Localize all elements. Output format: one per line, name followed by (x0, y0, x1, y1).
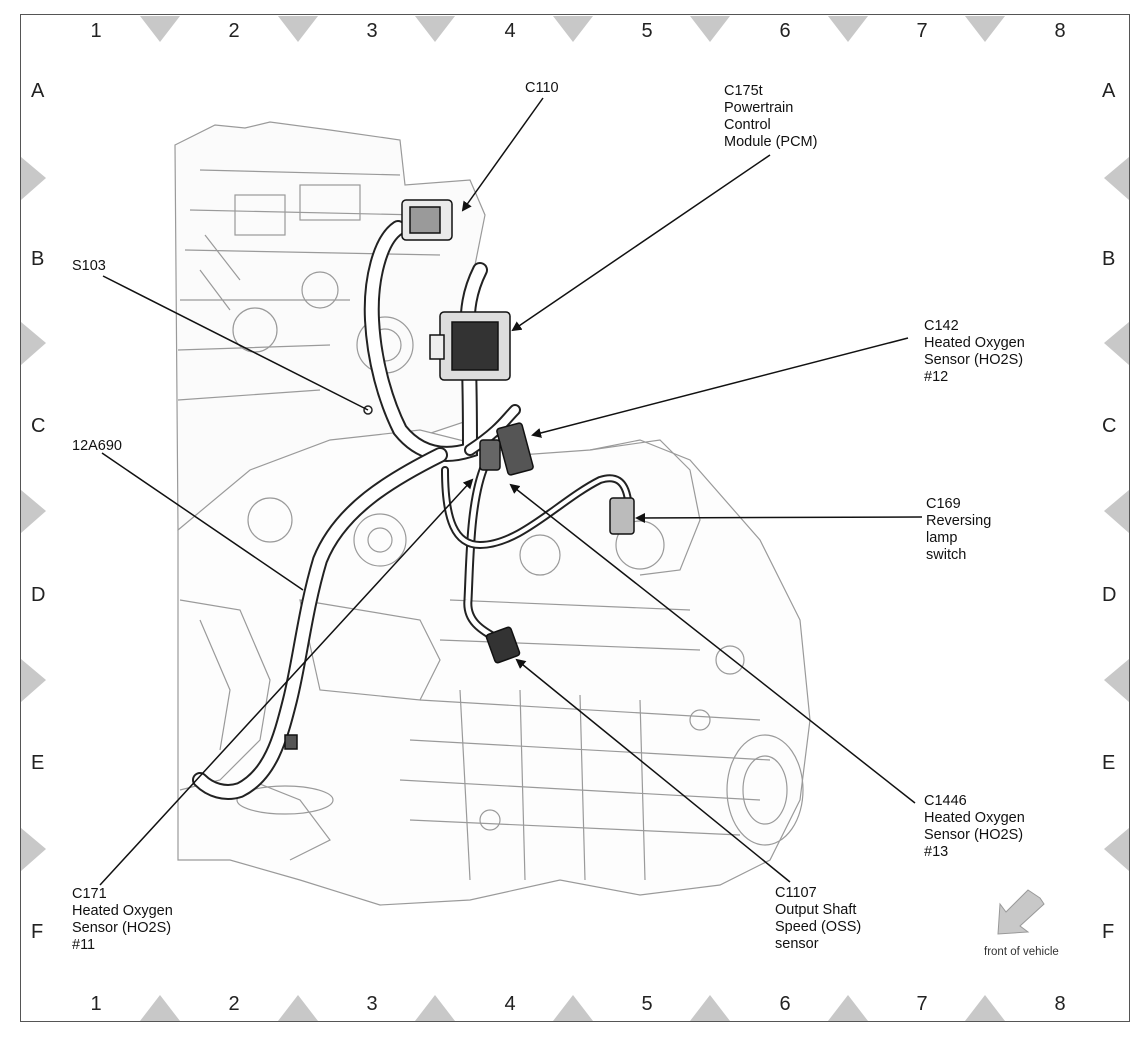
c110-leader (461, 97, 544, 212)
grid-row-e-right: E (1102, 752, 1116, 774)
callout-c1446: C1446 Heated Oxygen Sensor (HO2S) #13 (924, 793, 1025, 860)
grid-row-b-right: B (1102, 248, 1116, 270)
grid-col-2-top: 2 (228, 20, 240, 42)
grid-col-8-bottom: 8 (1054, 993, 1066, 1015)
callout-s103: S103 (72, 258, 106, 274)
grid-row-f-right: F (1102, 921, 1115, 943)
grid-markers-bottom (140, 995, 1005, 1021)
grid-markers-right (1104, 157, 1129, 871)
c1107-connector-shape (485, 626, 521, 664)
grid-col-3-bottom: 3 (366, 993, 378, 1015)
grid-col-5-top: 5 (641, 20, 653, 42)
grid-col-4-bottom: 4 (504, 993, 516, 1015)
c169-connector-shape (609, 497, 635, 535)
diagram-frame (20, 14, 1130, 1022)
grid-col-5-bottom: 5 (641, 993, 653, 1015)
callout-c175t: C175t Powertrain Control Module (PCM) (724, 83, 818, 150)
callout-c169: C169 Reversing lamp switch (926, 496, 992, 563)
grid-col-3-top: 3 (366, 20, 378, 42)
grid-col-1-top: 1 (90, 20, 102, 42)
grid-markers-top (140, 16, 1005, 42)
grid-row-a-right: A (1102, 80, 1116, 102)
leader-lines (99, 97, 923, 886)
grid-col-2-bottom: 2 (228, 993, 240, 1015)
grid-row-a-left: A (31, 80, 45, 102)
grid-row-d-left: D (31, 584, 46, 606)
wiring-harness-12a690 (192, 220, 632, 800)
s103-leader (102, 275, 369, 411)
front-arrow-icon (997, 889, 1045, 935)
grid-row-c-right: C (1102, 415, 1117, 437)
front-of-vehicle-label: front of vehicle (984, 946, 1059, 958)
grid-col-1-bottom: 1 (90, 993, 102, 1015)
grid-row-e-left: E (31, 752, 45, 774)
grid-row-c-left: C (31, 415, 46, 437)
harness-leader (101, 452, 304, 591)
grid-markers-left (21, 157, 46, 871)
c1107-leader (515, 658, 791, 883)
grid-col-7-top: 7 (916, 20, 928, 42)
callout-c142: C142 Heated Oxygen Sensor (HO2S) #12 (924, 318, 1025, 385)
grid-col-6-bottom: 6 (779, 993, 791, 1015)
c1446-leader (509, 483, 916, 804)
callout-12a690: 12A690 (72, 438, 122, 454)
grid-col-6-top: 6 (779, 20, 791, 42)
connectors (284, 199, 635, 750)
c175t-leader (511, 154, 771, 332)
grid-col-4-top: 4 (504, 20, 516, 42)
grid-col-8-top: 8 (1054, 20, 1066, 42)
grid-row-b-left: B (31, 248, 45, 270)
callout-c1107: C1107 Output Shaft Speed (OSS) sensor (775, 885, 862, 952)
c171-leader (99, 478, 474, 886)
grid-row-f-left: F (31, 921, 44, 943)
c142-connector-shape (496, 422, 534, 476)
engine-transmission-drawing (174, 121, 811, 906)
c142-leader (531, 337, 909, 438)
callout-c110: C110 (525, 80, 559, 96)
c169-leader (635, 512, 923, 523)
callout-c171: C171 Heated Oxygen Sensor (HO2S) #11 (72, 886, 173, 953)
grid-col-7-bottom: 7 (916, 993, 928, 1015)
grid-row-d-right: D (1102, 584, 1117, 606)
